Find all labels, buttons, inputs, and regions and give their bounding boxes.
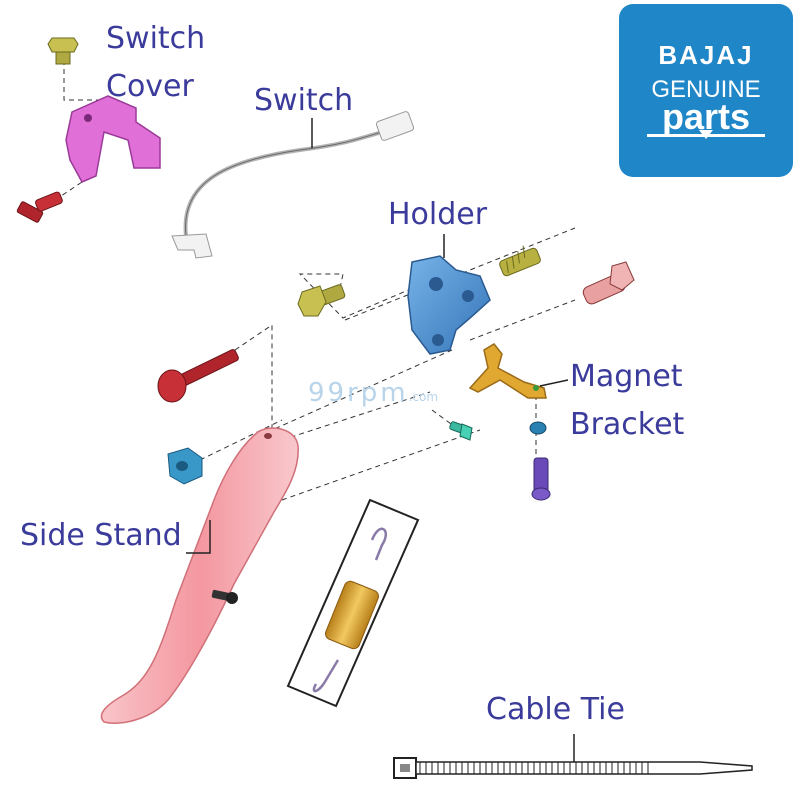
label-side-stand: Side Stand (20, 518, 182, 553)
watermark: 99rpm.com (308, 378, 439, 408)
pivot-pin (582, 261, 635, 305)
logo-brand-text: BAJAJ (658, 40, 754, 70)
holder-bolt (297, 284, 346, 317)
holder-sleeve (499, 245, 541, 277)
bajaj-genuine-parts-logo: BAJAJ GENUINE parts (619, 4, 793, 177)
label-cable-tie: Cable Tie (486, 692, 625, 727)
logo-arrow-icon (699, 130, 713, 139)
switch-cover-part (65, 95, 161, 183)
stand-nut (167, 447, 203, 485)
switch-cover-bolt (16, 191, 63, 223)
magnet-nut (529, 421, 547, 435)
label-switch-cover-line1: Switch (106, 21, 206, 56)
label-magnet-line2: Bracket (570, 407, 685, 442)
switch-part (171, 111, 415, 259)
stand-small-bolt (211, 589, 238, 604)
label-switch-cover-line2: Cover (106, 69, 194, 104)
holder-part (407, 255, 491, 355)
label-magnet-line1: Magnet (570, 359, 683, 394)
cable-tie-part (393, 757, 753, 779)
leader-lines (186, 118, 575, 762)
magnet-screw (449, 421, 473, 441)
logo-genuine-text: GENUINE (651, 76, 761, 103)
spring-box (286, 498, 420, 708)
side-stand-part (100, 427, 299, 724)
magnet-bracket-part (468, 343, 547, 399)
switch-cover-screw (47, 37, 79, 65)
stand-bolt (157, 349, 239, 403)
magnet-bolt (531, 457, 551, 501)
label-holder: Holder (388, 197, 488, 232)
label-switch: Switch (254, 83, 354, 118)
